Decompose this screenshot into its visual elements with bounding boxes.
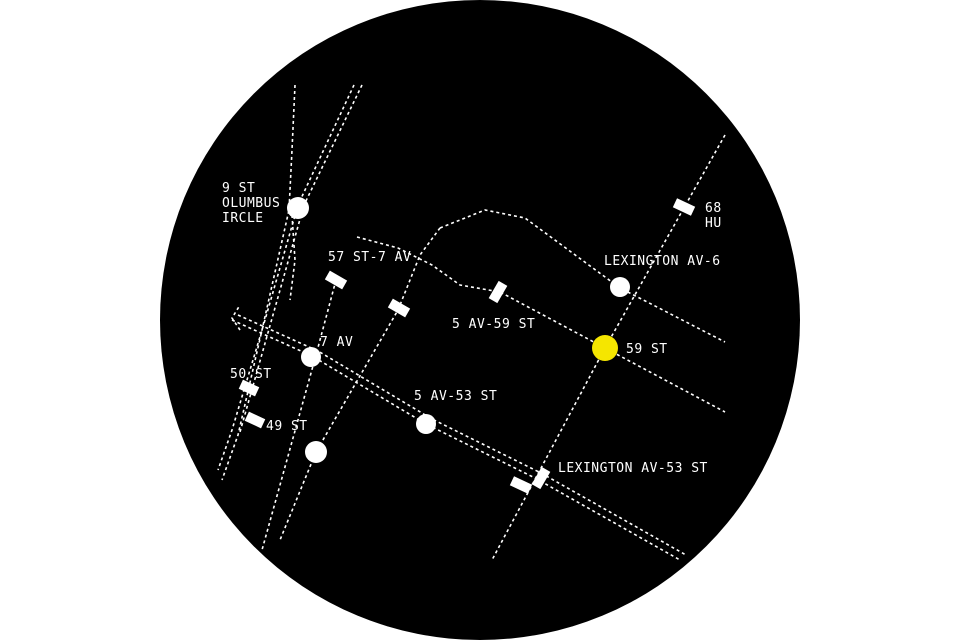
station-dot-5-av-53-st[interactable]: [416, 414, 436, 434]
map-lens-background: [160, 0, 800, 640]
label-columbus-circle-line-3: IRCLE: [222, 211, 264, 226]
station-dot-59-st[interactable]: [592, 335, 618, 361]
station-labels: 9 ST OLUMBUS IRCLE 57 ST-7 AV LEXINGTON …: [222, 181, 722, 476]
platform-49-st: [244, 411, 266, 429]
platform-5-av-59-st: [488, 280, 508, 304]
platform-6-av: [387, 298, 411, 318]
station-dot-columbus-circle[interactable]: [287, 197, 309, 219]
platform-57-st-7-av: [324, 270, 348, 290]
platform-50-st: [238, 379, 260, 397]
label-5-av-53-st: 5 AV-53 ST: [414, 389, 497, 404]
label-50-st: 50 ST: [230, 367, 272, 382]
platform-markers: [238, 198, 696, 494]
label-lexington-av-6: LEXINGTON AV-6: [604, 254, 721, 269]
label-49-st: 49 ST: [266, 419, 308, 434]
platform-lexington-av-53-st-b: [531, 466, 551, 490]
label-68-hu-line-1: 68: [705, 201, 722, 216]
label-59-st: 59 ST: [626, 342, 668, 357]
platform-lexington-av-53-st-a: [509, 476, 533, 494]
label-lexington-av-53-st: LEXINGTON AV-53 ST: [558, 461, 708, 476]
station-dot-lexington-av-6[interactable]: [610, 277, 630, 297]
label-7-av: 7 AV: [320, 335, 353, 350]
label-57-st-7-av: 57 ST-7 AV: [328, 250, 411, 265]
station-dots: [287, 197, 630, 463]
label-columbus-circle-line-1: 9 ST: [222, 181, 255, 196]
label-68-hu-line-2: HU: [705, 216, 722, 231]
platform-68-hu: [672, 198, 696, 216]
station-dot-7-av[interactable]: [301, 347, 321, 367]
station-dot-49-st-area[interactable]: [305, 441, 327, 463]
label-columbus-circle-line-2: OLUMBUS: [222, 196, 280, 211]
label-5-av-59-st: 5 AV-59 ST: [452, 317, 535, 332]
